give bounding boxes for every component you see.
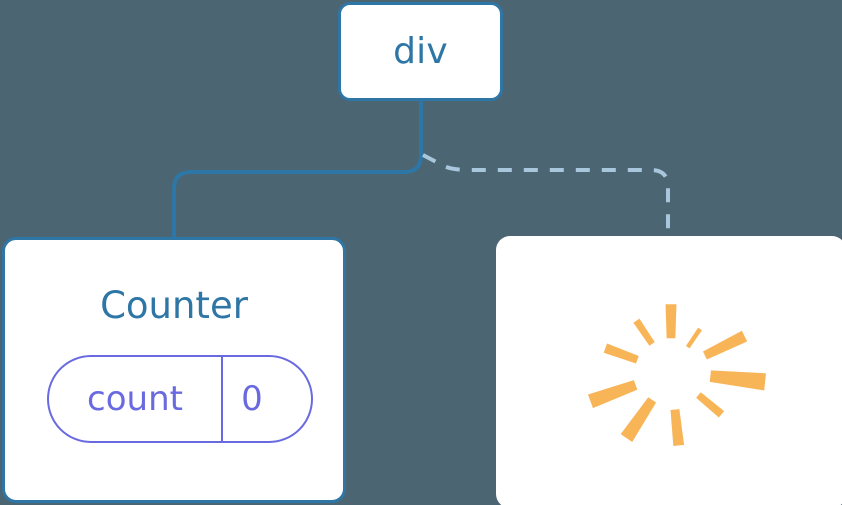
sparkle-ray-4 (709, 370, 766, 391)
edge-root-to-counter (172, 99, 423, 239)
state-pill-divider (221, 357, 223, 441)
node-div-label: div (393, 30, 448, 72)
sparkle-ray-8 (588, 380, 638, 409)
state-pill-value: 0 (241, 379, 263, 419)
card-counter[interactable]: Counter count 0 (2, 237, 346, 503)
sparkle-ray-1 (665, 304, 677, 339)
sparkle-ray-9 (603, 343, 639, 364)
sparkle-ray-6 (670, 409, 685, 446)
state-pill-count[interactable]: count 0 (47, 355, 313, 443)
card-new-node[interactable] (496, 236, 842, 505)
sparkle-ray-3 (702, 330, 748, 360)
sparkle-ray-5 (696, 392, 725, 418)
sparkle-burst-icon (588, 304, 766, 446)
node-div[interactable]: div (338, 2, 503, 101)
card-counter-title: Counter (100, 284, 248, 327)
state-pill-key: count (87, 379, 183, 419)
sparkle-ray-10 (633, 318, 655, 346)
sparkle-ray-2 (685, 327, 703, 349)
edge-root-to-new-node (422, 153, 670, 236)
sparkle-ray-7 (620, 397, 657, 442)
